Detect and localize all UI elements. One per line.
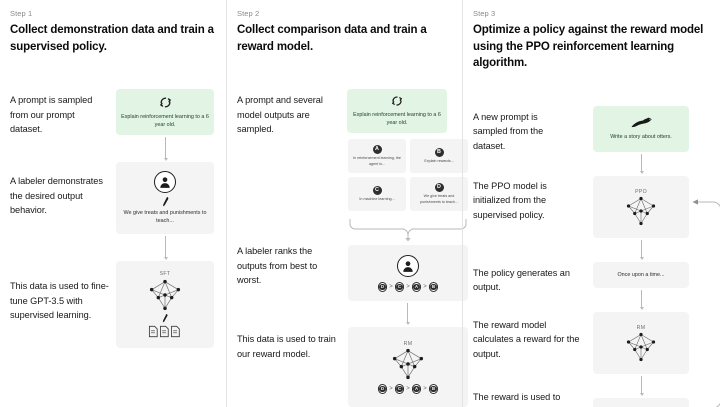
refresh-circle-icon: [391, 95, 403, 107]
labeler-person-icon: [397, 255, 419, 278]
step-3-caption-4: The reward model calculates a reward for…: [473, 320, 580, 359]
step-2-output-d[interactable]: D We give treats and punishments to teac…: [410, 177, 468, 212]
step-3-caption-3: The policy generates an output.: [473, 268, 570, 293]
step-2-arrow-2: [403, 303, 412, 326]
step-3-caption-2: The PPO model is initialized from the su…: [473, 181, 547, 220]
neural-network-icon: [145, 279, 185, 311]
step-2-label: Step 2: [237, 9, 260, 18]
rm-rank-sep-1: >: [389, 385, 393, 392]
step-3-label: Step 3: [473, 9, 496, 18]
rm-rank-2: C: [394, 384, 405, 394]
step-1-prompt-card[interactable]: Explain reinforcement learning to a 6 ye…: [116, 89, 214, 136]
step-2-rm-tag: RM: [403, 341, 413, 348]
rank-2: C: [394, 282, 405, 292]
step-1-sft-card[interactable]: SFT: [116, 261, 214, 349]
step-2-prompt-card[interactable]: Explain reinforcement learning to a 6 ye…: [347, 89, 447, 134]
step-3-title: Optimize a policy against the reward mod…: [473, 24, 704, 70]
step-1-caption-1: A prompt is sampled from our prompt data…: [10, 95, 93, 134]
step-3-caption-5: The reward is used to update the policy …: [473, 392, 566, 407]
rank-sep-3: >: [423, 283, 427, 290]
step-2-output-c-text: In machine learning...: [359, 197, 395, 202]
pencil-icon: [161, 313, 169, 323]
step-3-reward-card[interactable]: rk: [593, 398, 689, 407]
step-2-outputs-grid: A In reinforcement learning, the agent i…: [348, 139, 468, 212]
rm-rank-4: B: [428, 384, 439, 394]
step-3-prompt-text: Write a story about otters.: [610, 134, 672, 141]
rm-rank-1: D: [377, 384, 388, 394]
step-3-ppo-card[interactable]: PPO: [593, 176, 689, 239]
rm-rank-3: A: [411, 384, 422, 394]
step-2-output-a[interactable]: A In reinforcement learning, the agent i…: [348, 139, 406, 174]
step-3-ppo-tag: PPO: [635, 188, 647, 195]
rm-rank-sep-2: >: [406, 385, 410, 392]
step-3-column: Step 3 Optimize a policy against the rew…: [462, 0, 720, 407]
step-3-prompt-card[interactable]: Write a story about otters.: [593, 106, 689, 153]
step-2-output-a-text: In reinforcement learning, the agent is.…: [353, 156, 401, 166]
step-1-prompt-text: Explain reinforcement learning to a 6 ye…: [121, 113, 209, 128]
step-2-output-b[interactable]: B Explain rewards...: [410, 139, 468, 174]
documents-icon: [147, 325, 183, 338]
step-3-feedback-loop-arrow: [689, 196, 720, 407]
rank-1: D: [377, 282, 388, 292]
step-1-title: Collect demonstration data and train a s…: [10, 24, 214, 53]
neural-network-icon: [622, 332, 660, 362]
step-2-ranking-card[interactable]: D > C > A > B: [348, 245, 468, 302]
step-2-brace: [348, 217, 468, 243]
step-2-rank-row: D > C > A > B: [377, 282, 439, 292]
refresh-circle-icon: [159, 96, 172, 109]
step-1-sft-tag: SFT: [159, 271, 171, 278]
step-2-output-b-text: Explain rewards...: [424, 159, 454, 164]
step-2-caption-1: A prompt and several model outputs are s…: [237, 95, 323, 134]
step-2-column: Step 2 Collect comparison data and train…: [226, 0, 468, 407]
step-2-prompt-text: Explain reinforcement learning to a 6 ye…: [353, 112, 441, 127]
step-2-output-d-text: We give treats and punishments to teach.…: [419, 194, 459, 204]
badge-b: B: [434, 148, 444, 158]
step-3-caption-1: A new prompt is sampled from the dataset…: [473, 112, 544, 151]
step-1-arrow-2: [161, 236, 170, 261]
step-2-output-c[interactable]: C In machine learning...: [348, 177, 406, 212]
step-1-labeler-text: We give treats and punishments to teach.…: [123, 210, 207, 225]
labeler-person-icon: [154, 171, 176, 194]
neural-network-icon: [622, 196, 660, 226]
step-1-column: Step 1 Collect demonstration data and tr…: [0, 0, 226, 407]
rank-3: A: [411, 282, 422, 292]
step-3-output-text: Once upon a time...: [617, 271, 665, 278]
badge-d: D: [434, 183, 444, 193]
step-2-rm-rank-row: D > C > A > B: [377, 384, 439, 394]
rm-rank-sep-3: >: [423, 385, 427, 392]
step-3-arrow-3: [637, 290, 646, 311]
step-2-title: Collect comparison data and train a rewa…: [237, 24, 427, 53]
rank-4: B: [428, 282, 439, 292]
step-1-arrow-1: [161, 137, 170, 162]
step-2-caption-2: A labeler ranks the outputs from best to…: [237, 246, 318, 285]
rank-sep-1: >: [389, 283, 393, 290]
step-1-caption-2: A labeler demonstrates the desired outpu…: [10, 176, 103, 215]
step-2-rm-card[interactable]: RM D: [348, 327, 468, 407]
rank-sep-2: >: [406, 283, 410, 290]
neural-network-icon: [388, 348, 428, 380]
step-3-rm-card[interactable]: RM: [593, 312, 689, 375]
badge-a: A: [372, 145, 382, 155]
step-1-label: Step 1: [10, 9, 33, 18]
step-3-output-card[interactable]: Once upon a time...: [593, 262, 689, 289]
step-3-rm-tag: RM: [636, 324, 646, 331]
step-1-labeler-card[interactable]: We give treats and punishments to teach.…: [116, 162, 214, 235]
step-1-caption-3: This data is used to fine-tune GPT-3.5 w…: [10, 281, 109, 320]
step-3-arrow-2: [637, 240, 646, 261]
step-3-arrow-4: [637, 376, 646, 397]
badge-c: C: [372, 186, 382, 196]
pencil-icon: [161, 196, 170, 207]
otter-icon: [628, 116, 654, 129]
step-2-caption-3: This data is used to train our reward mo…: [237, 334, 336, 359]
step-3-arrow-1: [637, 154, 646, 175]
